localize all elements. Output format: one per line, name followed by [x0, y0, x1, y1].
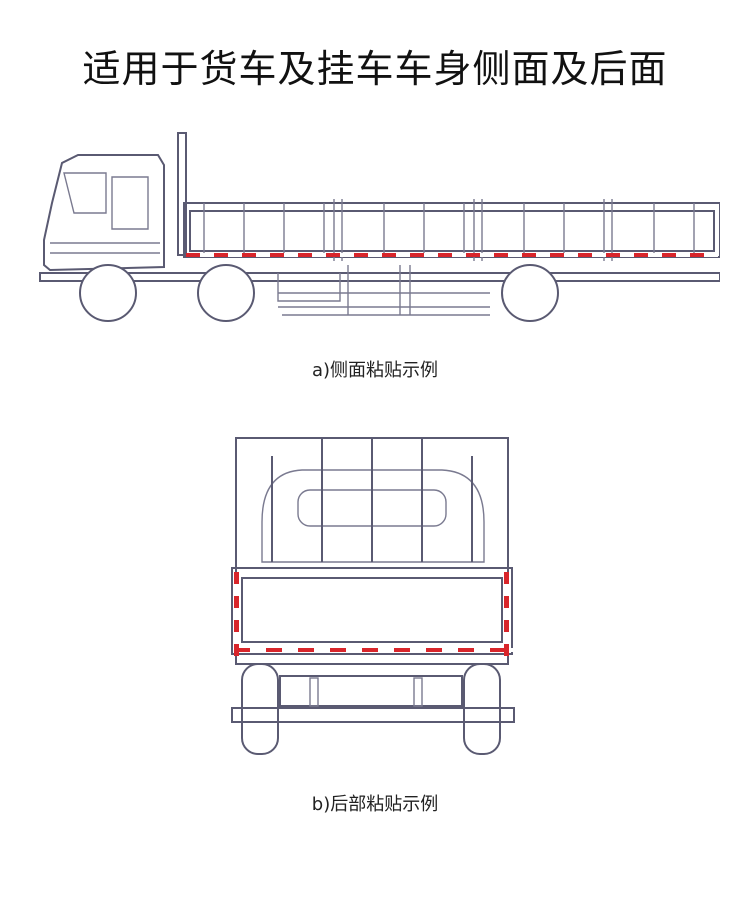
reflective-segment [704, 253, 718, 257]
reflective-segment [662, 253, 676, 257]
reflective-segment [504, 572, 509, 584]
reflective-segment [452, 253, 466, 257]
reflective-segment [298, 253, 312, 257]
reflective-segment [256, 253, 270, 257]
reflective-segment [550, 253, 564, 257]
reflective-segment [354, 253, 368, 257]
reflective-segment [592, 253, 606, 257]
reflective-segment [396, 253, 410, 257]
reflective-segment [234, 572, 239, 584]
reflective-segment [466, 253, 480, 257]
reflective-segment [326, 253, 340, 257]
reflective-segment [186, 253, 200, 257]
reflective-segment [270, 253, 284, 257]
reflective-segment [494, 253, 508, 257]
side-reflective-stripe [186, 253, 718, 257]
reflective-segment [506, 648, 522, 652]
reflective-segment [458, 648, 474, 652]
reflective-segment [504, 632, 509, 644]
reflective-segment [378, 648, 394, 652]
reflective-segment [504, 596, 509, 608]
reflective-segment [504, 584, 509, 596]
reflective-segment [368, 253, 382, 257]
reflective-segment [234, 608, 239, 620]
reflective-segment [480, 253, 494, 257]
truck-rear-view-diagram [231, 437, 522, 755]
reflective-segment [362, 648, 378, 652]
reflective-segment [330, 648, 346, 652]
page-title: 适用于货车及挂车车身侧面及后面 [82, 47, 668, 91]
reflective-segment [648, 253, 662, 257]
reflective-segment [234, 644, 239, 656]
reflective-segment [690, 253, 704, 257]
reflective-segment [504, 608, 509, 620]
reflective-segment [410, 648, 426, 652]
reflective-segment [228, 253, 242, 257]
reflective-segment [606, 253, 620, 257]
reflective-segment [508, 253, 522, 257]
reflective-segment [234, 596, 239, 608]
figure-b-caption: b)后部粘贴示例 [311, 794, 439, 815]
reflective-segment [522, 253, 536, 257]
reflective-segment [284, 253, 298, 257]
reflective-segment [504, 644, 509, 656]
rear-wheel [501, 264, 559, 322]
reflective-segment [564, 253, 578, 257]
reflective-segment [214, 253, 228, 257]
reflective-segment [676, 253, 690, 257]
reflective-segment [536, 253, 550, 257]
reflective-segment [394, 648, 410, 652]
reflective-segment [314, 648, 330, 652]
reflective-segment [234, 648, 250, 652]
figure-a-caption: a)侧面粘贴示例 [311, 360, 439, 381]
reflective-segment [438, 253, 452, 257]
reflective-segment [340, 253, 354, 257]
reflective-segment [442, 648, 458, 652]
reflective-segment [250, 648, 266, 652]
reflective-segment [424, 253, 438, 257]
reflective-segment [504, 620, 509, 632]
reflective-segment [426, 648, 442, 652]
reflective-segment [474, 648, 490, 652]
reflective-segment [282, 648, 298, 652]
reflective-segment [242, 253, 256, 257]
reflective-segment [234, 584, 239, 596]
reflective-segment [620, 253, 634, 257]
truck-side-view-diagram [39, 132, 720, 322]
front-wheel [79, 264, 137, 322]
side-posts [203, 199, 695, 261]
reflective-segment [200, 253, 214, 257]
reflective-segment [266, 648, 282, 652]
reflective-segment [490, 648, 506, 652]
reflective-segment [578, 253, 592, 257]
reflective-segment [312, 253, 326, 257]
reflective-segment [410, 253, 424, 257]
reflective-segment [346, 648, 362, 652]
reflective-segment [298, 648, 314, 652]
reflective-segment [234, 620, 239, 632]
rear-reflective-stripes [234, 572, 522, 656]
reflective-segment [382, 253, 396, 257]
reflective-segment [234, 632, 239, 644]
middle-wheel [197, 264, 255, 322]
reflective-segment [634, 253, 648, 257]
